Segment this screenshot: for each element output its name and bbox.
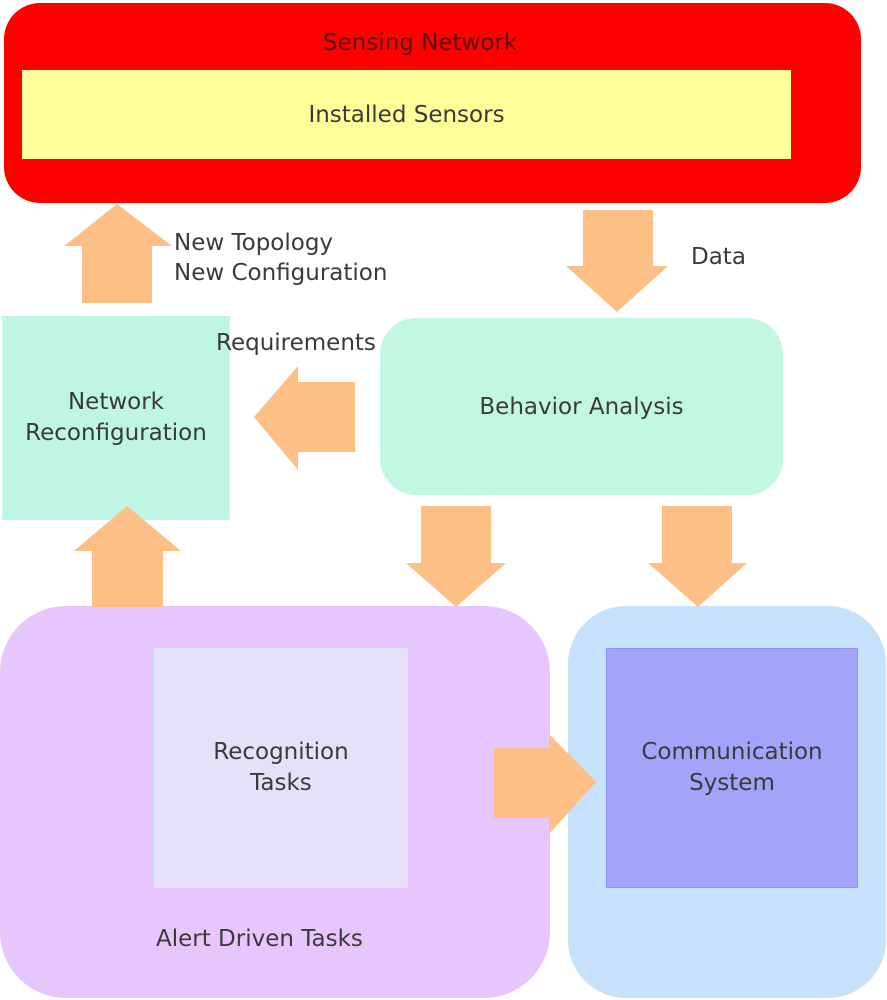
data-label: Data: [691, 244, 746, 270]
behavior-analysis-label: Behavior Analysis: [479, 393, 684, 420]
arrow-down-to-alert-tasks: [406, 506, 506, 607]
network-reconfiguration-box: Network Reconfiguration: [2, 316, 230, 520]
arrow-up-to-reconfiguration: [74, 506, 181, 607]
communication-system-line1: Communication: [641, 739, 823, 765]
arrow-up-to-sensing-network: [64, 204, 172, 303]
recognition-tasks-box: Recognition Tasks: [154, 648, 408, 888]
recognition-tasks-line1: Recognition: [213, 739, 349, 765]
arrow-down-to-communication: [648, 506, 747, 607]
communication-system-box: Communication System: [606, 648, 858, 888]
installed-sensors-box: Installed Sensors: [22, 70, 791, 159]
sensing-network-title: Sensing Network: [323, 30, 518, 56]
arrow-left-requirements: [254, 366, 355, 470]
arrow-down-data: [566, 210, 668, 312]
recognition-tasks-line2: Tasks: [250, 770, 312, 796]
network-reconfiguration-line1: Network: [67, 389, 165, 415]
network-reconfiguration-line2: Reconfiguration: [25, 420, 207, 446]
communication-system-line2: System: [689, 770, 775, 796]
requirements-label: Requirements: [216, 330, 376, 356]
arrow-right-to-communication: [494, 734, 596, 834]
topology-label-line1: New Topology: [174, 230, 334, 256]
installed-sensors-label: Installed Sensors: [308, 101, 505, 128]
alert-driven-tasks-label: Alert Driven Tasks: [156, 926, 363, 952]
topology-label-line2: New Configuration: [174, 260, 388, 286]
behavior-analysis-box: Behavior Analysis: [380, 318, 783, 495]
